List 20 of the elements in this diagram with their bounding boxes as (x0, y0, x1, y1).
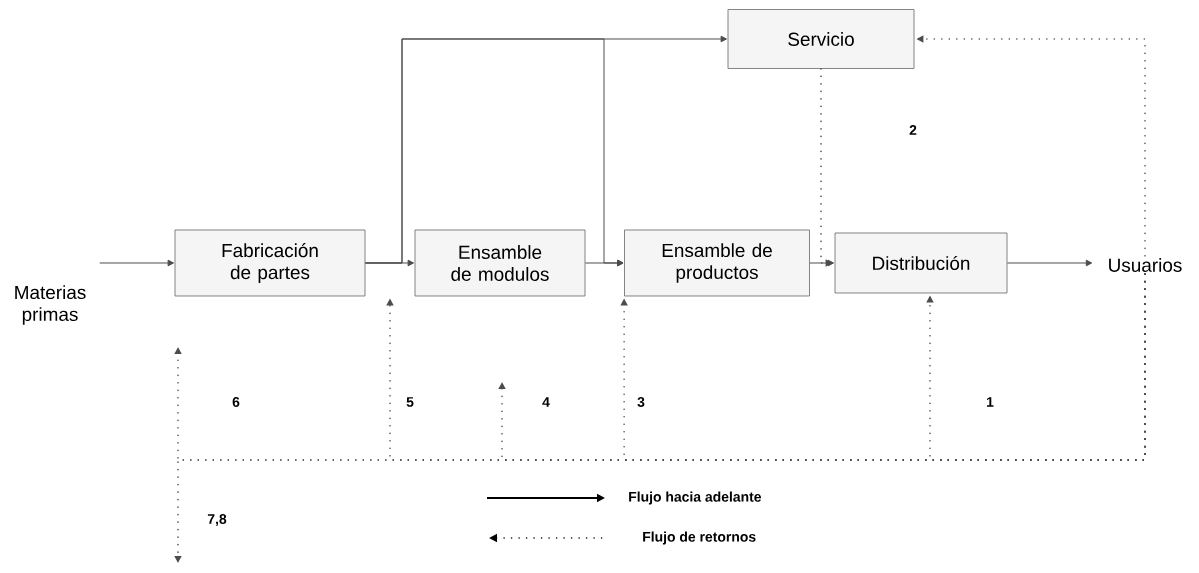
process-box: Distribución (834, 232, 1008, 294)
flow-arrow (364, 38, 624, 267)
callout-number: 1 (987, 397, 994, 407)
callout-number: 6 (232, 397, 240, 407)
callout-number: 7,8 (207, 514, 227, 526)
node-label: Materias primas (15, 285, 86, 325)
flow-arrow (1006, 259, 1093, 267)
process-box: Fabricación de partes (174, 229, 366, 297)
flow-arrow (99, 259, 174, 267)
node-label: Usuarios (1109, 258, 1182, 272)
callout-number: 3 (637, 397, 645, 407)
process-box: Servicio (727, 9, 915, 69)
process-box: Ensamble de productos (624, 229, 810, 297)
callout-number: 4 (542, 397, 550, 407)
process-box: Ensamble de modulos (414, 229, 586, 297)
legend-label: Flujo hacia adelante (629, 491, 762, 505)
callout-number: 2 (909, 125, 917, 135)
legend-label: Flujo de retornos (643, 531, 756, 545)
flow-arrow (809, 259, 834, 267)
callout-number: 5 (406, 397, 414, 407)
